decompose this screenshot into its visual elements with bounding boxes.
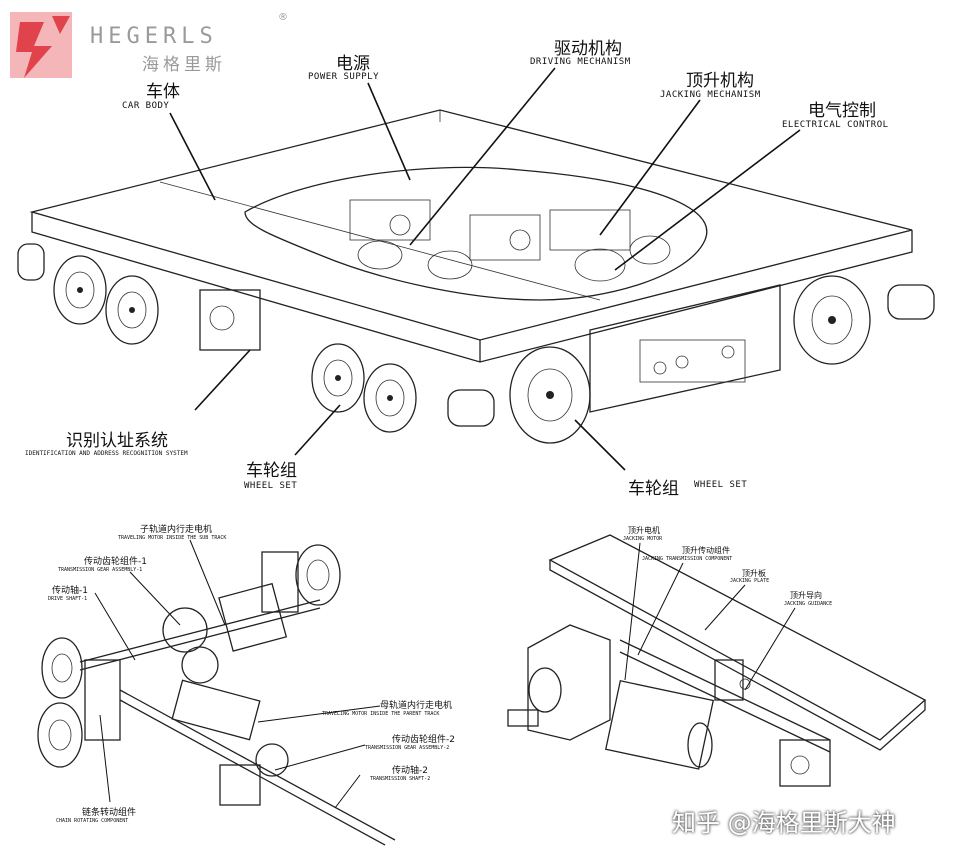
wheel-set-left-label-en: WHEEL SET [244, 481, 298, 491]
gear-assembly-2-label-cn: 传动齿轮组件-2 [392, 735, 455, 745]
brand-name-en: HEGERLS [90, 24, 218, 49]
car-body-label-cn: 车体 [146, 82, 180, 102]
transmission-assembly [37, 544, 396, 846]
parent-track-motor-label-cn: 母轨道内行走电机 [380, 701, 453, 711]
leader-lines-top [169, 67, 801, 471]
zhihu-watermark: 知乎 @海格里斯大神 [672, 809, 896, 837]
jacking-mechanism-label-cn: 顶升机构 [686, 71, 754, 91]
sub-track-motor-label-cn: 子轨道内行走电机 [140, 525, 213, 535]
shuttle-car-body [17, 109, 935, 427]
car-body-label-en: CAR BODY [122, 101, 170, 111]
wheel-set-right-label-cn: 车轮组 [628, 479, 679, 499]
jacking-assembly [507, 534, 927, 787]
wheel-set-right-label-en: WHEEL SET [694, 480, 748, 490]
leader-lines-bottom-left [94, 539, 381, 809]
chain-component-label-en: CHAIN ROTATING COMPONENT [56, 818, 129, 824]
jacking-plate-label-cn: 顶升板 [742, 569, 766, 578]
drive-shaft-1-label-cn: 传动轴-1 [52, 586, 88, 596]
jacking-mechanism-label-en: JACKING MECHANISM [660, 90, 761, 100]
sub-track-motor-label-en: TRAVELING MOTOR INSIDE THE SUB TRACK [118, 535, 227, 541]
driving-mechanism-label-cn: 驱动机构 [554, 39, 622, 59]
jacking-motor-label-en: JACKING MOTOR [623, 536, 663, 542]
jacking-motor-label-cn: 顶升电机 [628, 526, 660, 535]
gear-assembly-1-label-en: TRANSMISSION GEAR ASSEMBLY-1 [58, 567, 143, 573]
power-supply-label-cn: 电源 [336, 54, 370, 74]
identification-label-cn: 识别认址系统 [66, 431, 168, 451]
driving-mechanism-label-en: DRIVING MECHANISM [530, 57, 631, 67]
hegerls-logo-icon [10, 12, 72, 78]
brand-name-cn: 海格里斯 [142, 55, 226, 75]
gear-assembly-2-label-en: TRANSMISSION GEAR ASSEMBLY-2 [365, 745, 450, 751]
gear-assembly-1-label-cn: 传动齿轮组件-1 [84, 557, 147, 567]
identification-label-en: IDENTIFICATION AND ADDRESS RECOGNITION S… [25, 450, 188, 457]
electrical-control-label-cn: 电气控制 [808, 101, 876, 121]
leader-lines-bottom-right [624, 542, 796, 691]
jacking-transmission-label-en: JACKING TRANSMISSION COMPONENT [642, 556, 733, 562]
electrical-control-label-en: ELECTRICAL CONTROL [782, 120, 889, 130]
jacking-guidance-label-en: JACKING GUIDANCE [784, 601, 833, 607]
jacking-transmission-label-cn: 顶升传动组件 [682, 546, 730, 555]
registered-mark: ® [278, 12, 288, 23]
drive-shaft-1-label-en: DRIVE SHAFT-1 [48, 596, 88, 602]
parent-track-motor-label-en: TRAVELING MOTOR INSIDE THE PARENT TRACK [322, 711, 440, 717]
wheel-set-left-label-cn: 车轮组 [246, 461, 297, 481]
chain-component-label-cn: 链条转动组件 [82, 808, 137, 818]
jacking-plate-label-en: JACKING PLATE [730, 578, 770, 584]
wheel-set-icon [53, 255, 871, 444]
jacking-guidance-label-cn: 顶升导向 [790, 591, 822, 600]
transmission-shaft-2-label-cn: 传动轴-2 [392, 766, 428, 776]
power-supply-label-en: POWER SUPPLY [308, 72, 380, 82]
transmission-shaft-2-label-en: TRANSMISSION SHAFT-2 [370, 776, 431, 782]
